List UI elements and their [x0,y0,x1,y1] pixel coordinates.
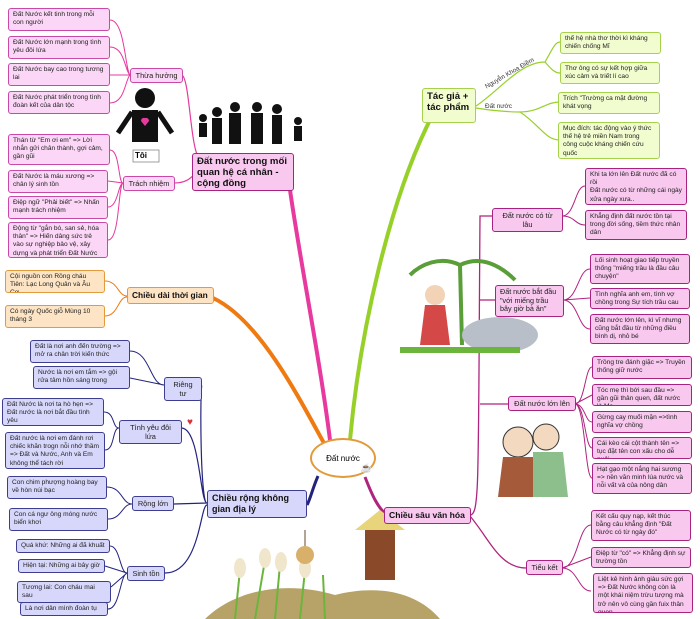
leaf-vast-1[interactable]: Con chim phượng hoàng bay về hòn núi bạc [7,476,107,499]
leaf-survival-4[interactable]: Là nơi dân mình đoàn tụ [20,602,108,617]
leaf-inherit-2[interactable]: Đất Nước lớn mạnh trong tình yêu đôi lứa [8,36,110,59]
family-illustration [199,102,302,144]
leaf-inherit-1[interactable]: Đất Nước kết tinh trong mỗi con người [8,8,110,31]
farmer-field-illustration [205,510,440,619]
subtopic-summary[interactable]: Tiểu kết [526,560,563,575]
leaf-survival-1[interactable]: Quá khứ: Những ai đã khuất [16,539,110,554]
subtopic-survival[interactable]: Sinh tồn [127,566,165,581]
leaf-grow-5[interactable]: Hạt gạo một nắng hai sương => nền văn mi… [592,463,692,494]
leaf-grow-3[interactable]: Gừng cay muối mặn =>tình nghĩa vợ chồng [592,411,692,433]
leaf-vast-2[interactable]: Con cá ngư ông móng nước biển khơi [9,508,108,531]
leaf-betel-3[interactable]: Đất nước lớn lên, kì vĩ nhưng cũng bắt đ… [590,314,690,344]
leaf-summary-2[interactable]: Điệp từ "có" => Khẳng định sự trường tồn [591,547,691,568]
leaf-private-2[interactable]: Nước là nơi em tắm => gội rửa tâm hồn sá… [33,366,130,389]
leaf-survival-3[interactable]: Tương lai: Con cháu mai sau [17,581,111,604]
leaf-love-1[interactable]: Đất Nước là nơi ta hò hẹn => Đất nước là… [2,398,104,426]
leaf-grow-1[interactable]: Trồng tre đánh giặc => Truyền thống giữ … [592,356,692,379]
heart-icon [140,117,150,126]
leaf-poet-2[interactable]: Thơ ông có sự kết hợp giữa xúc cảm và tr… [560,62,660,84]
subtopic-love[interactable]: Tình yêu đôi lứa [119,420,182,444]
leaf-survival-2[interactable]: Hiện tại: Những ai bây giờ [18,559,105,574]
topic-space[interactable]: Chiều rộng không gian địa lý [207,490,307,518]
leaf-time-2[interactable]: Có ngày Quốc giỗ Mùng 10 tháng 3 [5,305,105,328]
heart-icon: ♥ [187,417,193,428]
topic-author[interactable]: Tác giả + tác phẩm [422,88,476,123]
topic-time[interactable]: Chiều dài thời gian [127,287,214,304]
central-topic[interactable]: Đất nước ☕ [310,438,376,478]
leaf-time-1[interactable]: Cội nguồn con Rồng cháu Tiên: Lạc Long Q… [5,270,105,293]
subtopic-duty[interactable]: Trách nhiệm [123,176,175,191]
leaf-inherit-3[interactable]: Đất Nước bay cao trong tương lai [8,63,110,86]
leaf-ancient-1[interactable]: Khi ta lớn lên Đất nước đã có rồi Đất nư… [585,168,687,205]
topic-culture[interactable]: Chiều sâu văn hóa [384,507,471,524]
leaf-betel-1[interactable]: Lối sinh hoạt giao tiếp truyền thống "mi… [590,254,690,284]
subtopic-grow[interactable]: Đất nước lớn lên [508,396,576,411]
leaf-summary-1[interactable]: Kết cấu quy nạp, kết thúc bằng câu khẳng… [591,510,691,541]
leaf-poet-1[interactable]: thế hệ nhà thơ thời kì kháng chiến chống… [560,32,661,54]
central-topic-label: Đất nước [326,453,360,463]
subtopic-private[interactable]: Riêng tư [164,377,202,401]
leaf-duty-4[interactable]: Động từ "gắn bó, san sẻ, hóa thân" => Hi… [8,222,108,258]
leaf-duty-2[interactable]: Đất Nước là máu xương => chân lý sinh tồ… [8,170,108,193]
leaf-private-1[interactable]: Đất là nơi anh đến trường => mở ra chân … [30,340,130,363]
betel-girl-illustration [400,258,538,353]
subtopic-betel[interactable]: Đất nước bắt đầu "với miếng trầu bây giờ… [495,285,564,317]
teacup-icon: ☕ [360,463,372,473]
leaf-betel-2[interactable]: Tình nghĩa anh em, tình vợ chồng trong S… [590,288,690,309]
leaf-duty-3[interactable]: Điệp ngữ "Phải biết" => Nhấn mạnh trách … [8,196,108,219]
leaf-work-1[interactable]: Trích "Trường ca mặt đường khát vọng [558,92,660,114]
leaf-grow-4[interactable]: Cái kèo cái cột thành tên => tục đặt tên… [592,437,692,459]
leaf-love-2[interactable]: Đất nước là nơi em đánh rơi chiếc khăn t… [5,432,105,469]
topic-community[interactable]: Đất nước trong mối quan hệ cá nhân - cộn… [192,153,294,191]
leaf-work-2[interactable]: Mục đích: tác động vào ý thức thế hệ trẻ… [558,122,660,159]
leaf-ancient-2[interactable]: Khẳng định đất nước tồn tại trong đời số… [585,210,687,240]
person-label: Tôi [135,151,147,160]
subtopic-vast[interactable]: Rộng lớn [132,496,174,511]
subtopic-inherit[interactable]: Thừa hưởng [130,68,183,83]
family-hug-illustration [498,423,568,497]
subtopic-ancient[interactable]: Đất nước có từ lâu [492,208,563,232]
leaf-grow-2[interactable]: Tóc mẹ thì bới sau đầu => gần gũi thân q… [592,384,692,406]
leaf-inherit-4[interactable]: Đất Nước phát triển trong tình đoàn kết … [8,91,110,114]
leaf-duty-1[interactable]: Thán từ "Em ơi em" => Lời nhắn gửi chân … [8,134,110,165]
branch-label-work: Đất nước [485,103,512,110]
leaf-summary-3[interactable]: Liệt kê hình ảnh giàu sức gợi => Đất Nướ… [593,573,693,613]
person-illustration [115,88,175,163]
